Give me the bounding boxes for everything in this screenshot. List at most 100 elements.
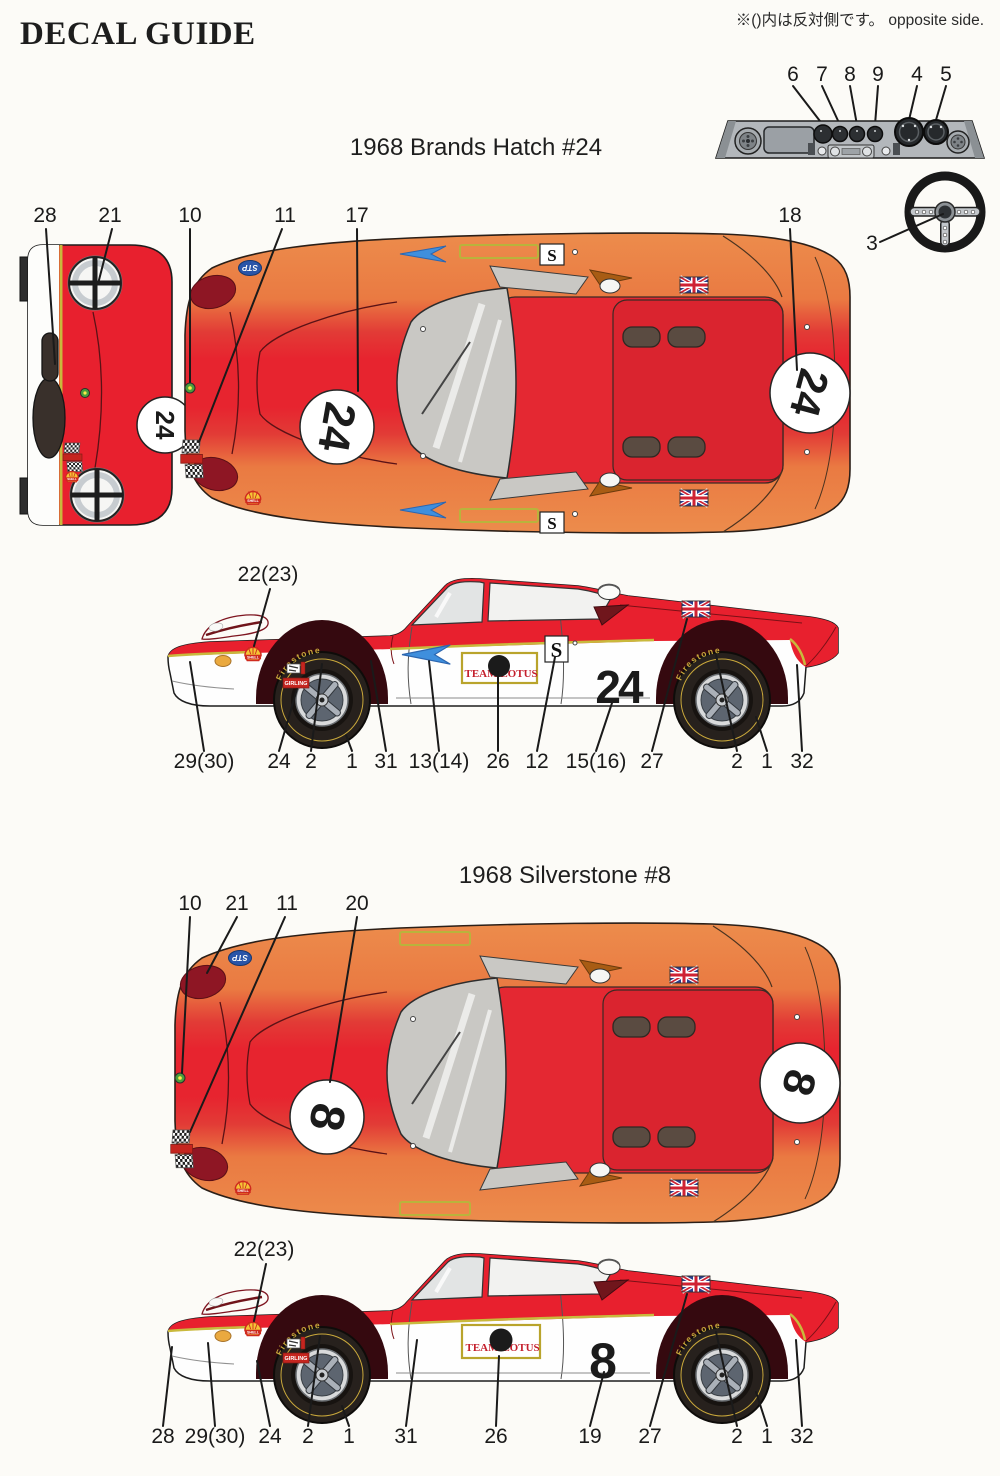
deck-seam — [619, 604, 803, 624]
callout-18: 18 — [778, 204, 801, 227]
callout-22-23: 22(23) — [238, 563, 299, 586]
waist-stripe — [167, 1313, 807, 1341]
callout-29-30: 29(30) — [185, 1425, 246, 1448]
dashboard-callouts: 6 7 8 9 4 5 — [787, 63, 952, 86]
s-badge-bottom-text: S — [547, 514, 556, 533]
callout-12: 12 — [525, 750, 548, 773]
side-view-brands-hatch: GIRLING TEAM LOTUS S 24 22(23) 29(30) 24 — [167, 563, 839, 773]
callout-6: 6 — [787, 63, 799, 86]
callout-27: 27 — [638, 1425, 661, 1448]
callout-26: 26 — [484, 1425, 507, 1448]
callout-3: 3 — [866, 232, 878, 255]
callout-1b: 1 — [761, 1425, 773, 1448]
dash-switch-left — [808, 143, 815, 155]
headlamp-teardrop — [201, 1289, 269, 1315]
door-window-top — [479, 955, 579, 985]
dash-big-gauges — [894, 117, 949, 147]
intake-top — [599, 278, 621, 294]
nose-seam — [229, 311, 240, 455]
callout-9: 9 — [872, 63, 884, 86]
team-lotus-dot — [489, 1328, 513, 1352]
door-lines — [407, 1288, 565, 1380]
union-jack-top — [670, 967, 698, 983]
dash-binnacle — [763, 126, 815, 154]
hood-number: 24 — [308, 399, 365, 456]
callout-31: 31 — [394, 1425, 417, 1448]
intake-top — [589, 968, 611, 984]
hood-roundel: 8 — [289, 1079, 365, 1155]
checker-decal-nose — [170, 1129, 194, 1169]
steering-rim — [904, 171, 986, 253]
bonnet-shut-line — [390, 1310, 395, 1340]
dash-end-left — [716, 121, 736, 158]
chin-crease — [171, 680, 235, 690]
dashboard-illustration: 6 7 8 9 4 5 — [714, 63, 986, 159]
door-window-bottom — [479, 1161, 579, 1191]
sidelight-amber — [214, 1330, 232, 1342]
headlight-bottom — [69, 467, 125, 523]
callout-10: 10 — [178, 204, 201, 227]
union-jack-side — [682, 601, 710, 617]
rivets — [420, 249, 810, 517]
spoke-holes — [914, 209, 976, 245]
callout-5: 5 — [940, 63, 952, 86]
side-view-callout-row: 29(30) 24 2 1 31 13(14) 26 12 15(16) 27 … — [174, 750, 814, 773]
callout-22-23: 22(23) — [234, 1238, 295, 1261]
sidelight-amber — [214, 655, 232, 667]
union-jack-bottom — [670, 1180, 698, 1196]
rivet-side — [572, 640, 578, 646]
callout-19: 19 — [578, 1425, 601, 1448]
dash-radio — [827, 144, 875, 159]
nose-badge-dot-center — [188, 386, 192, 390]
side-view-leader-lines — [189, 588, 803, 752]
callout-15-16: 15(16) — [566, 750, 627, 773]
steering-hub-center — [938, 205, 952, 219]
callout-24: 24 — [267, 750, 291, 773]
callout-27: 27 — [640, 750, 663, 773]
front-view-leader-lines — [45, 228, 113, 365]
callout-2b: 2 — [731, 750, 743, 773]
sill-decal-top — [399, 931, 471, 946]
callout-17: 17 — [345, 204, 368, 227]
dash-small-gauges — [813, 124, 884, 144]
top-view-leader-lines — [181, 916, 358, 1133]
s-badge-side: S — [544, 635, 569, 663]
lotus-text: LOTUS — [500, 668, 537, 680]
waist-stripe — [167, 638, 807, 666]
callout-2b: 2 — [731, 1425, 743, 1448]
steering-leader-line — [879, 213, 944, 243]
chin-crease — [171, 1355, 235, 1365]
nose-badge-dot-center — [178, 1076, 182, 1080]
callout-31: 31 — [374, 750, 397, 773]
dash-end-right — [964, 121, 984, 158]
side-view-callout-row: 28 29(30) 24 2 1 31 26 19 27 2 1 32 — [151, 1425, 813, 1448]
lotus-text: LOTUS — [502, 1342, 539, 1354]
door-window-bottom — [489, 471, 589, 501]
callout-24: 24 — [258, 1425, 282, 1448]
front-roundel: 24 — [136, 396, 194, 454]
glasshouse — [410, 1256, 612, 1301]
roof-mirror — [597, 1258, 621, 1275]
callout-28: 28 — [33, 204, 56, 227]
stp-decal-nose — [238, 260, 262, 276]
nose-badge-dot-center — [83, 391, 87, 395]
quarter-vent — [593, 604, 630, 626]
top-view-brands-hatch: S S 24 24 10 11 17 18 — [178, 204, 851, 534]
checker-decal-nose — [180, 439, 204, 479]
radiator-duct — [41, 332, 59, 382]
callout-32: 32 — [790, 1425, 813, 1448]
front-roundel-number: 24 — [150, 411, 180, 440]
windshield-side — [410, 1256, 485, 1301]
girling-text: GIRLING — [285, 681, 308, 687]
tail-roundel: 24 — [769, 352, 851, 434]
windshield — [396, 287, 517, 479]
union-jack-top — [680, 277, 708, 293]
nose-panel-line — [92, 311, 103, 469]
tail-roundel: 8 — [759, 1042, 841, 1124]
quarter-vent — [593, 1279, 630, 1301]
dash-knob-left — [817, 146, 827, 156]
door-window-top — [489, 265, 589, 295]
headlamp-cover-left — [179, 964, 227, 1000]
deck-seam-top — [712, 925, 773, 988]
intake-bottom — [599, 472, 621, 488]
